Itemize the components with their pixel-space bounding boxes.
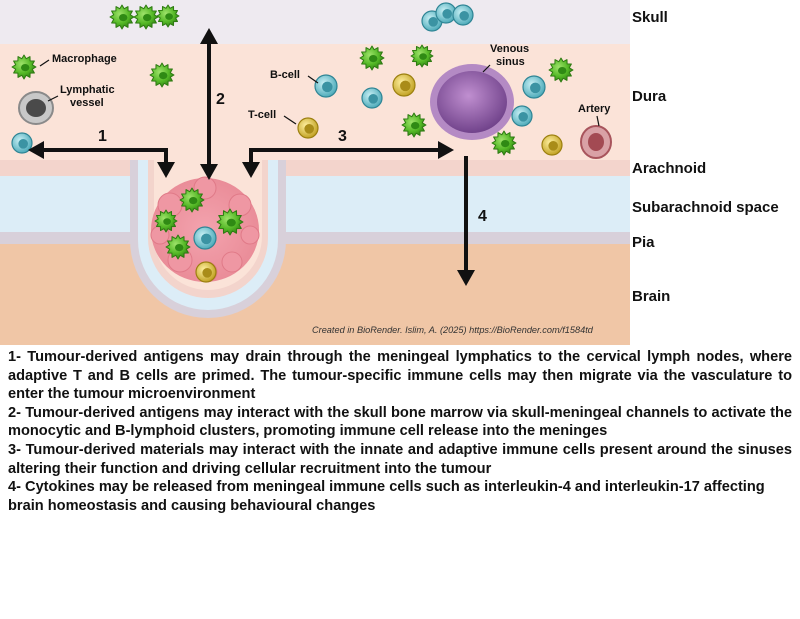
lymphatic-vessel-icon: [18, 91, 54, 125]
macrophage-label: Macrophage: [52, 53, 117, 65]
subarachnoid-layer: [0, 176, 630, 232]
macrophage-icon: [154, 209, 178, 233]
brain-layer: [0, 244, 630, 345]
arrow-number-4: 4: [478, 208, 487, 225]
skull-layer: [0, 0, 630, 44]
arrow-1: [28, 141, 175, 178]
arachnoid-label: Arachnoid: [632, 160, 707, 177]
macrophage-icon: [491, 130, 517, 156]
dura-label: Dura: [632, 88, 667, 105]
b-cell-icon: [193, 226, 217, 250]
callout-lines: [39, 59, 600, 127]
macrophage-icon: [401, 112, 427, 138]
pia-label: Pia: [632, 234, 655, 251]
b-cell-icon: [361, 87, 383, 109]
macrophage-icon: [11, 54, 37, 80]
lymphatic-label-line2: vessel: [70, 97, 104, 109]
legend-item-1: 1- Tumour-derived antigens may drain thr…: [8, 349, 792, 403]
subarachnoid-label: Subarachnoid space: [632, 199, 779, 216]
b-cell-icon: [435, 2, 457, 24]
bcell-label: B-cell: [270, 69, 300, 81]
venous-sinus-label-line2: sinus: [496, 56, 525, 68]
lymphatic-label-line1: Lymphatic: [60, 84, 115, 96]
t-cell-icon: [297, 117, 319, 139]
macrophage-icon: [179, 187, 205, 213]
arrow-3: [242, 141, 454, 178]
macrophage-icon: [165, 234, 191, 260]
immune-cells: [11, 2, 574, 283]
t-cell-icon: [195, 261, 217, 283]
arrow-4: [457, 156, 475, 286]
b-cell-icon: [11, 132, 33, 154]
tcell-label: T-cell: [248, 109, 276, 121]
artery-label: Artery: [578, 103, 611, 115]
artery-icon: [580, 125, 612, 159]
b-cell-icon: [511, 105, 533, 127]
arrow-number-1: 1: [98, 128, 107, 145]
arachnoid-layer: [0, 160, 630, 176]
macrophage-icon: [109, 4, 135, 30]
macrophage-icon: [216, 208, 244, 236]
b-cell-icon: [314, 74, 338, 98]
t-cell-icon: [392, 73, 416, 97]
macrophage-icon: [156, 4, 180, 28]
legend-item-3: 3- Tumour-derived materials may interact…: [8, 441, 792, 477]
skull-label: Skull: [632, 9, 668, 26]
venous-sinus-icon: [430, 64, 514, 140]
legend-item-2: 2- Tumour-derived antigens may interact …: [8, 404, 792, 440]
macrophage-icon: [133, 4, 159, 30]
macrophage-icon: [548, 57, 574, 83]
meninges-diagram: 1 2 3 4 Macrophage Lymphatic vessel B-ce…: [0, 0, 630, 345]
macrophage-icon: [359, 45, 385, 71]
biorender-credit: Created in BioRender. Islim, A. (2025) h…: [312, 325, 593, 335]
macrophage-icon: [149, 62, 175, 88]
arrow-2: [200, 28, 218, 180]
b-cell-icon: [452, 4, 474, 26]
pia-layer: [0, 232, 630, 244]
arrow-number-3: 3: [338, 128, 347, 145]
arrow-number-2: 2: [216, 91, 225, 108]
legend-item-4: 4- Cytokines may be released from mening…: [8, 479, 765, 514]
venous-sinus-label-line1: Venous: [490, 43, 529, 55]
brain-label: Brain: [632, 288, 671, 305]
figure-legend: 1- Tumour-derived antigens may drain thr…: [8, 348, 792, 515]
t-cell-icon: [541, 134, 563, 156]
macrophage-icon: [410, 44, 434, 68]
b-cell-icon: [522, 75, 546, 99]
